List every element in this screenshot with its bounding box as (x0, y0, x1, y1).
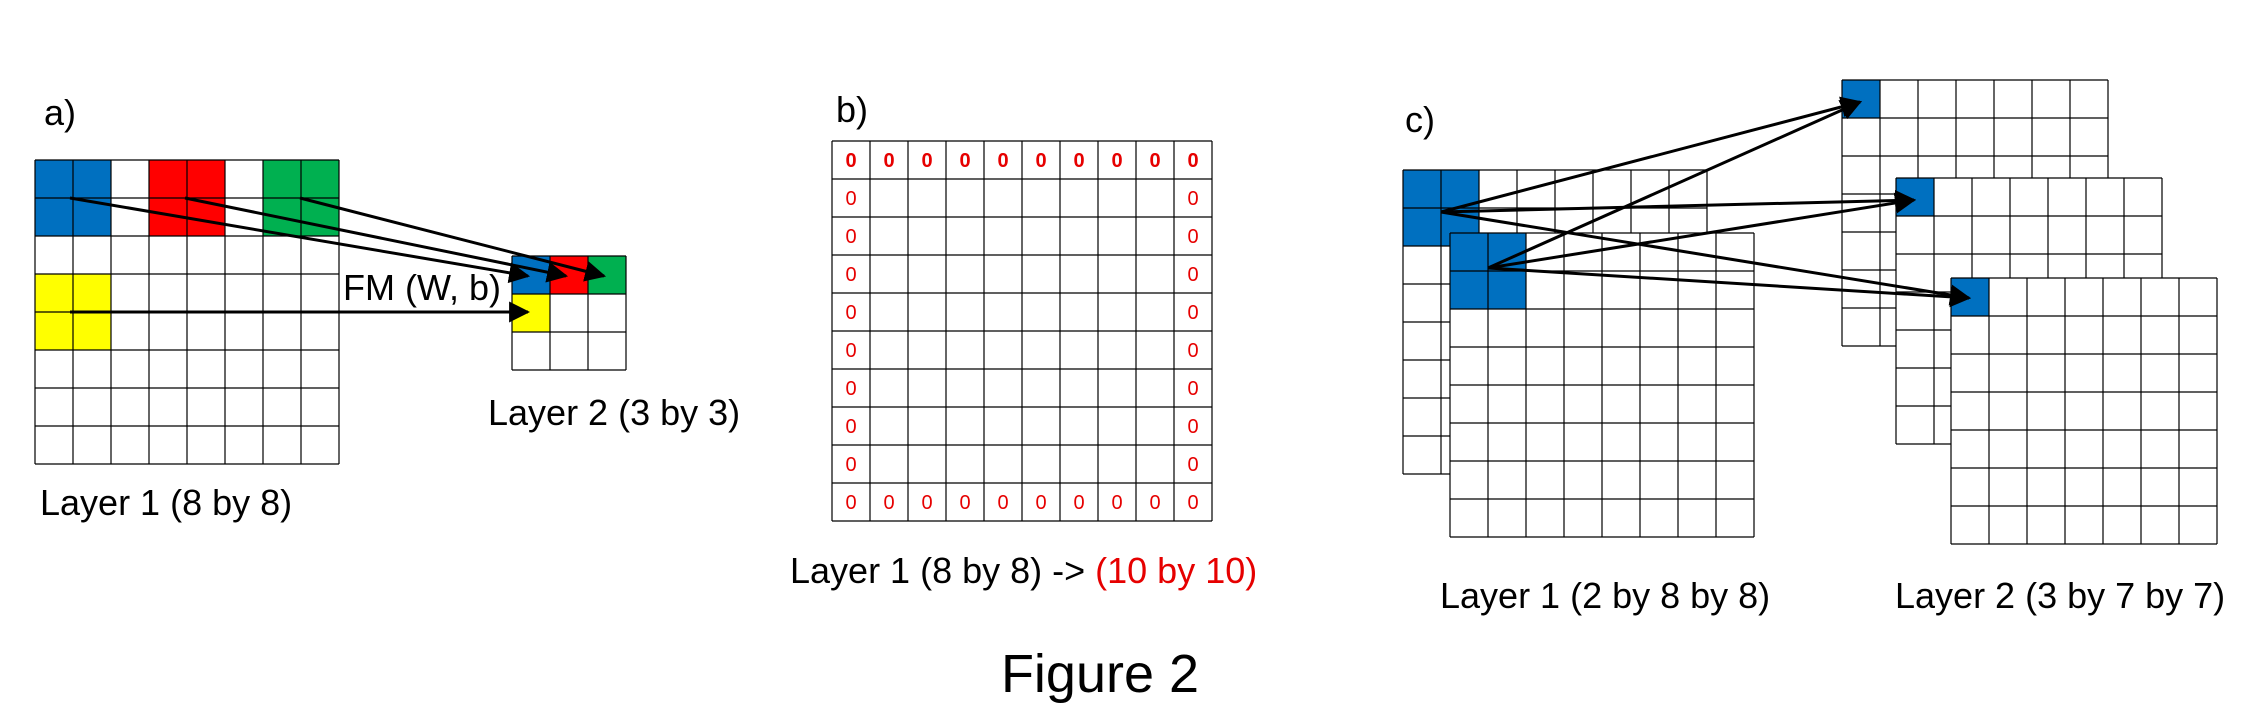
padding-zero: 0 (1187, 226, 1198, 248)
arrow-ch2-map2 (1487, 192, 1917, 270)
padding-zero: 0 (845, 492, 856, 514)
padded-grid (831, 140, 1213, 522)
arrow-ch2-map1 (1487, 100, 1862, 270)
padding-zero: 0 (845, 378, 856, 400)
panel-a-layer2-grid (511, 255, 627, 371)
padding-zero: 0 (845, 416, 856, 438)
layer2-caption: Layer 2 (3 by 3) (488, 392, 740, 433)
padding-zero: 0 (845, 340, 856, 362)
padding-zero: 0 (1149, 150, 1160, 172)
panel-a-arrows (69, 196, 607, 323)
figure-title: Figure 2 (1001, 644, 1199, 704)
padding-zero: 0 (1035, 492, 1046, 514)
padding-zero: 0 (845, 226, 856, 248)
arrow-ch1-map1 (1440, 96, 1863, 214)
padding-zero: 0 (1187, 378, 1198, 400)
padding-zero: 0 (845, 188, 856, 210)
layer2-map1-cell (1842, 80, 1880, 118)
padding-zero: 0 (921, 150, 932, 172)
panel-c-arrows (1440, 96, 1972, 308)
padding-zero: 0 (1035, 150, 1046, 172)
arrow-blue (69, 196, 531, 284)
panel-a: a) FM (W, b) Layer 2 (3 by 3) Layer 1 (8… (34, 92, 740, 523)
panel-c-layer1-caption: Layer 1 (2 by 8 by 8) (1440, 575, 1770, 616)
padding-zero: 0 (997, 150, 1008, 172)
padding-zero: 0 (997, 492, 1008, 514)
padding-zero: 0 (883, 150, 894, 172)
padding-zero: 0 (845, 150, 856, 172)
padding-zero: 0 (921, 492, 932, 514)
padding-zero: 0 (1187, 340, 1198, 362)
arrow-red (184, 196, 569, 283)
fm-label: FM (W, b) (343, 267, 501, 308)
panel-a-label: a) (44, 92, 76, 133)
padded-caption-new-size: (10 by 10) (1095, 550, 1257, 591)
padding-zero: 0 (959, 492, 970, 514)
padding-zero: 0 (1187, 492, 1198, 514)
padding-zero: 0 (1187, 150, 1198, 172)
arrow-ch2-map3 (1487, 266, 1972, 308)
panel-c-label: c) (1405, 99, 1435, 140)
arrow-green (299, 196, 607, 282)
panel-b-label: b) (836, 89, 868, 130)
arrow-ch1-map2 (1440, 189, 1917, 214)
padding-zero: 0 (845, 302, 856, 324)
padding-zero: 0 (1187, 416, 1198, 438)
padding-zero: 0 (959, 150, 970, 172)
panel-c-layer2-caption: Layer 2 (3 by 7 by 7) (1895, 575, 2225, 616)
padded-caption-original: Layer 1 (8 by 8) -> (790, 550, 1095, 591)
panel-c: c) (1402, 79, 2225, 616)
layer1-caption: Layer 1 (8 by 8) (40, 482, 292, 523)
layer2-map-3 (1950, 277, 2218, 545)
padding-zero: 0 (1187, 302, 1198, 324)
padding-zero: 0 (845, 454, 856, 476)
layer1-channel-2 (1449, 232, 1756, 539)
layer2-green-cell (588, 256, 626, 294)
padding-zero: 0 (1073, 150, 1084, 172)
padding-zero: 0 (1149, 492, 1160, 514)
padding-zero: 0 (883, 492, 894, 514)
arrow-ch1-map3 (1440, 210, 1972, 306)
padding-zeros: 0 0 0 0 0 0 0 0 0 0 0 0 0 0 0 0 0 0 0 0 0 0 0 0 0 0 0 0 0 0 0 0 0 0 0 0 (845, 150, 1198, 514)
padded-caption: Layer 1 (8 by 8) -> (10 by 10) (790, 550, 1257, 591)
padding-zero: 0 (1187, 454, 1198, 476)
padding-zero: 0 (1187, 188, 1198, 210)
padding-zero: 0 (845, 264, 856, 286)
padding-zero: 0 (1111, 150, 1122, 172)
padding-zero: 0 (1111, 492, 1122, 514)
padding-zero: 0 (1073, 492, 1084, 514)
padding-zero: 0 (1187, 264, 1198, 286)
layer2-map2-cell (1896, 178, 1934, 216)
